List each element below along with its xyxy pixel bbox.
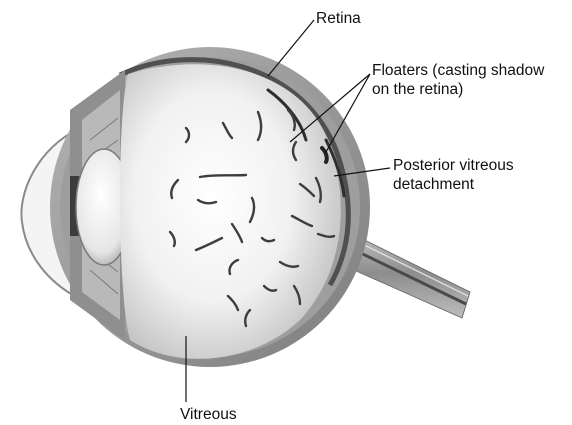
label-pvd-line-2: detachment bbox=[393, 175, 514, 194]
label-pvd-line-1: Posterior vitreous bbox=[393, 156, 514, 175]
label-vitreous: Vitreous bbox=[180, 405, 237, 424]
label-posterior-vitreous-detachment: Posterior vitreous detachment bbox=[393, 156, 514, 194]
label-floaters: Floaters (casting shadow on the retina) bbox=[372, 61, 544, 99]
label-retina: Retina bbox=[316, 9, 361, 28]
label-floaters-line-2: on the retina) bbox=[372, 80, 544, 99]
label-floaters-line-1: Floaters (casting shadow bbox=[372, 61, 544, 80]
leader-line-retina bbox=[268, 20, 314, 76]
